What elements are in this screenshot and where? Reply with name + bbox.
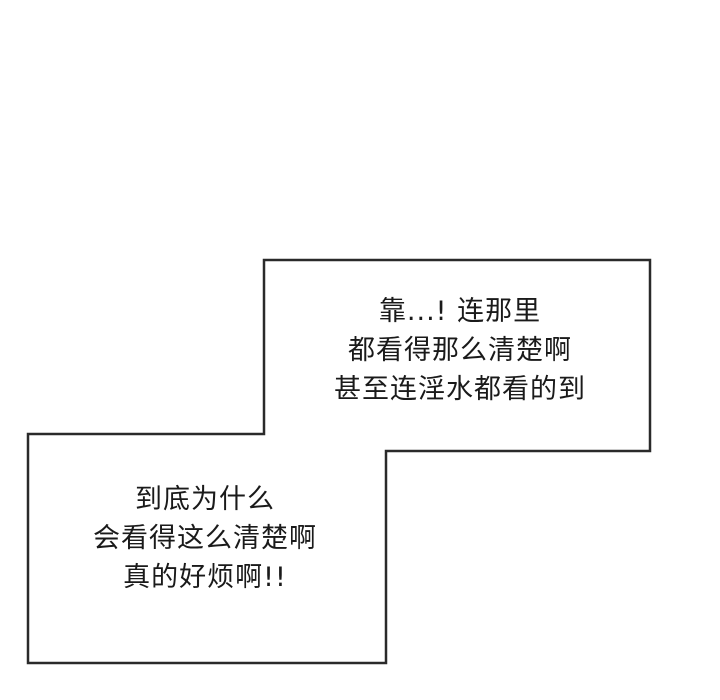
upper-caption-line-3: 甚至连淫水都看的到: [334, 374, 586, 405]
upper-caption: 靠...! 连那里 都看得那么清楚啊 甚至连淫水都看的到: [300, 292, 620, 409]
upper-caption-line-1: 靠...! 连那里: [378, 296, 542, 327]
caption-box-shape: [26, 258, 652, 665]
lower-caption-line-1: 到底为什么: [135, 484, 275, 515]
lower-caption-line-2: 会看得这么清楚啊: [93, 523, 317, 554]
upper-caption-line-2: 都看得那么清楚啊: [348, 335, 572, 366]
lower-caption-line-3: 真的好烦啊!!: [123, 562, 287, 593]
lower-caption: 到底为什么 会看得这么清楚啊 真的好烦啊!!: [60, 480, 350, 597]
